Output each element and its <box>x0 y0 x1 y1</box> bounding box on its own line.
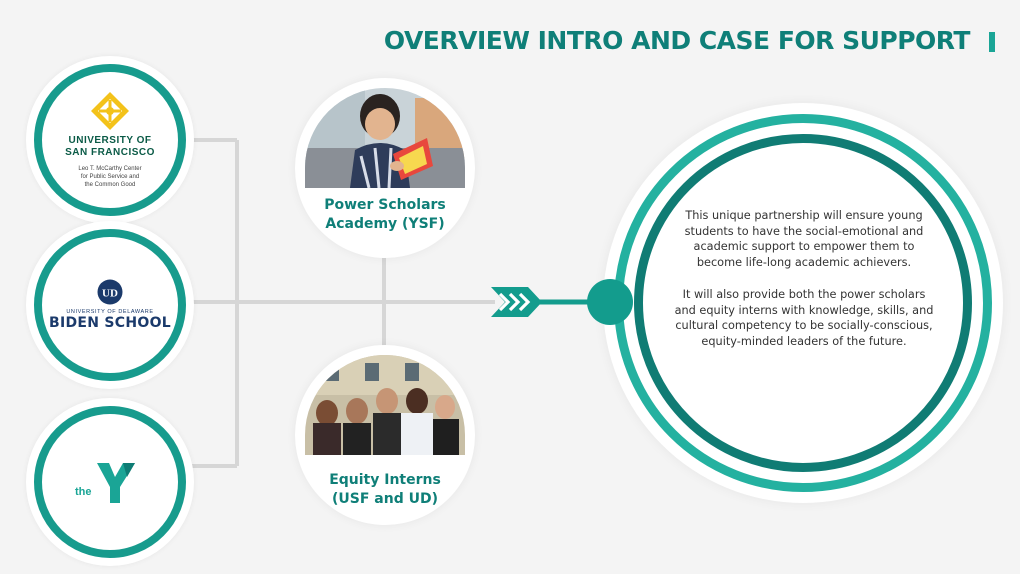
summary-text: This unique partnership will ensure youn… <box>674 208 934 366</box>
title-accent-bar <box>989 32 995 52</box>
usf-sub-line2: for Public Service and <box>80 174 140 180</box>
usf-sub-line1: Leo T. McCarthy Center <box>78 166 142 172</box>
equity-interns-caption-line2: (USF and UD) <box>332 491 438 507</box>
usf-name-line1: UNIVERSITY OF <box>68 135 152 146</box>
ud-monogram-icon: UD <box>97 279 123 305</box>
connector-hub <box>587 279 633 325</box>
usf-seal-icon <box>91 92 129 130</box>
equity-interns-photo <box>305 355 465 455</box>
summary-paragraph-1: This unique partnership will ensure youn… <box>684 209 924 269</box>
ymca-logo-icon: the <box>75 463 135 503</box>
ud-line2: BIDEN SCHOOL <box>48 315 172 331</box>
power-scholars-caption-line2: Academy (YSF) <box>325 216 445 232</box>
equity-interns-circle: Equity Interns (USF and UD) <box>295 345 475 525</box>
equity-interns-caption-line1: Equity Interns <box>329 472 441 488</box>
ymca-prefix: the <box>75 486 92 498</box>
ymca-logo-circle: the <box>34 406 186 558</box>
power-scholars-photo <box>305 88 465 188</box>
ud-logo-circle: UD UNIVERSITY OF DELAWARE BIDEN SCHOOL <box>34 229 186 381</box>
summary-paragraph-2: It will also provide both the power scho… <box>674 288 934 348</box>
power-scholars-circle: Power Scholars Academy (YSF) <box>295 78 475 258</box>
page-title: OVERVIEW INTRO AND CASE FOR SUPPORT <box>383 26 971 55</box>
ud-line1: UNIVERSITY OF DELAWARE <box>66 309 154 315</box>
summary-inner-ring <box>634 134 972 472</box>
power-scholars-caption-line1: Power Scholars <box>324 197 446 213</box>
usf-sub-line3: the Common Good <box>84 182 136 188</box>
ud-monogram-text: UD <box>102 288 118 300</box>
usf-logo-circle: UNIVERSITY OF SAN FRANCISCO Leo T. McCar… <box>34 64 186 216</box>
usf-name-line2: SAN FRANCISCO <box>65 147 155 158</box>
